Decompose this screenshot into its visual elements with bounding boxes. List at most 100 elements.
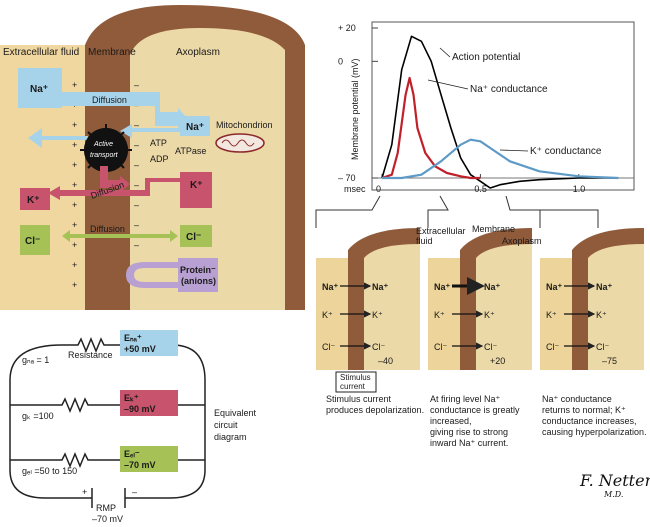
panel-connectors	[315, 195, 599, 228]
y-axis-label: Membrane potential (mV)	[350, 58, 360, 160]
svg-text:+: +	[72, 260, 77, 270]
e-k-value: –90 mV	[124, 404, 156, 414]
x-tick-label: 0.5	[474, 184, 487, 194]
y-tick-label: 0	[338, 56, 343, 66]
svg-text:–: –	[134, 120, 139, 130]
e-na-box	[120, 330, 178, 356]
na-out-label: Na⁺	[30, 84, 48, 95]
cl-in-box	[180, 225, 212, 247]
cl-out-box	[20, 225, 50, 255]
svg-text:+: +	[72, 140, 77, 150]
panel-caption-line: conductance increases,	[542, 416, 637, 426]
svg-text:–: –	[134, 140, 139, 150]
e-na-value: +50 mV	[124, 344, 156, 354]
axoplasm-label: Axoplasm	[176, 47, 220, 58]
ion-right: Cl⁻	[484, 342, 497, 352]
svg-text:+: +	[72, 120, 77, 130]
e-k-label: Eₖ⁺	[124, 393, 139, 403]
equivalent-label-2: circuit	[214, 420, 238, 430]
adp-label: ADP	[150, 154, 169, 164]
panel-extracellular-label: Extracellular	[416, 226, 466, 236]
ion-left: Na⁺	[434, 282, 451, 292]
panel-membrane-label: Membrane	[472, 224, 515, 234]
na-pump-arrow	[120, 124, 180, 138]
rmp-label: RMP	[96, 503, 116, 513]
svg-text:+: +	[72, 280, 77, 290]
mitochondrion-icon	[215, 133, 265, 153]
g-cl-label: gₑₗ =50 to 150	[22, 466, 77, 476]
cl-diffusion-label: Diffusion	[90, 224, 125, 234]
x-tick-label: 1.0	[573, 184, 586, 194]
resistance-label: Resistance	[68, 350, 113, 360]
panel-potential-value: –40	[378, 356, 393, 366]
series-line-0	[381, 35, 619, 189]
k-in-label: K⁺	[190, 180, 203, 191]
series-line-1	[381, 76, 481, 180]
panel-axoplasm	[476, 244, 532, 370]
na-exit-arrow	[28, 128, 88, 148]
ion-right: Na⁺	[596, 282, 613, 292]
k-in-box	[180, 172, 212, 208]
panel-potential-value: –75	[602, 356, 617, 366]
chart-series	[381, 35, 619, 189]
x-tick-label: 0	[376, 184, 381, 194]
na-diffusion-arrow	[62, 92, 188, 130]
svg-text:M.D.: M.D.	[603, 490, 623, 499]
panel-caption-line: conductance is greatly	[430, 405, 520, 415]
legend-label-1: Na⁺ conductance	[470, 84, 548, 95]
e-cl-value: –70 mV	[124, 460, 156, 470]
svg-text:+: +	[72, 200, 77, 210]
y-tick-label: – 70	[338, 173, 356, 183]
mitochondrion-label: Mitochondrion	[216, 120, 273, 130]
na-out-box	[18, 68, 62, 108]
na-in-box	[180, 116, 210, 136]
pump-label-2: transport	[90, 152, 119, 159]
panel-caption-line: Na⁺ conductance	[542, 394, 612, 404]
protein-box	[178, 258, 218, 292]
legend-leader-2	[499, 149, 529, 152]
pump-label-1: Active	[93, 141, 113, 148]
atp-label: ATP	[150, 138, 167, 148]
extracellular-label: Extracellular fluid	[3, 47, 79, 58]
na-in-label: Na⁺	[186, 122, 204, 133]
circuit-plus: +	[82, 487, 87, 497]
svg-text:–: –	[134, 200, 139, 210]
legend-label-2: K⁺ conductance	[530, 146, 602, 157]
stimulus-label: Stimulus	[340, 373, 371, 382]
svg-text:–: –	[134, 220, 139, 230]
ion-left: Na⁺	[546, 282, 563, 292]
legend-label-0: Action potential	[452, 52, 520, 63]
active-transport-pump-icon: Active transport	[80, 124, 132, 176]
stimulus-label: current	[340, 382, 366, 391]
panel-caption-line: increased,	[430, 416, 472, 426]
equivalent-label-1: Equivalent	[214, 408, 257, 418]
ion-left: Cl⁻	[546, 342, 559, 352]
svg-text:–: –	[134, 180, 139, 190]
y-ticks: + 200– 70	[338, 23, 378, 183]
panel-axoplasm-label: Axoplasm	[502, 236, 542, 246]
ion-right: K⁺	[372, 310, 383, 320]
equivalent-label-3: diagram	[214, 432, 247, 442]
stimulus-box	[335, 371, 377, 393]
panel-potential-value: +20	[490, 356, 505, 366]
e-cl-label: Eₑₗ⁻	[124, 449, 140, 459]
cl-in-label: Cl⁻	[186, 232, 201, 243]
rmp-value: –70 mV	[92, 514, 123, 524]
protein-arrow	[126, 262, 178, 288]
panel-caption-line: inward Na⁺ current.	[430, 438, 508, 448]
panel-caption-line: giving rise to strong	[430, 427, 508, 437]
ion-right: K⁺	[596, 310, 607, 320]
membrane-label: Membrane	[88, 47, 136, 58]
legend-leader-0	[439, 47, 451, 58]
equivalent-circuit	[9, 337, 206, 508]
panel-caption-line: returns to normal; K⁺	[542, 405, 626, 415]
series-line-2	[382, 138, 619, 180]
ion-right: K⁺	[484, 310, 495, 320]
k-pump-arrow	[100, 166, 130, 192]
panel-caption-line: At firing level Na⁺	[430, 394, 501, 404]
ion-right: Na⁺	[484, 282, 501, 292]
protein-label-2: (anions)	[181, 276, 216, 286]
